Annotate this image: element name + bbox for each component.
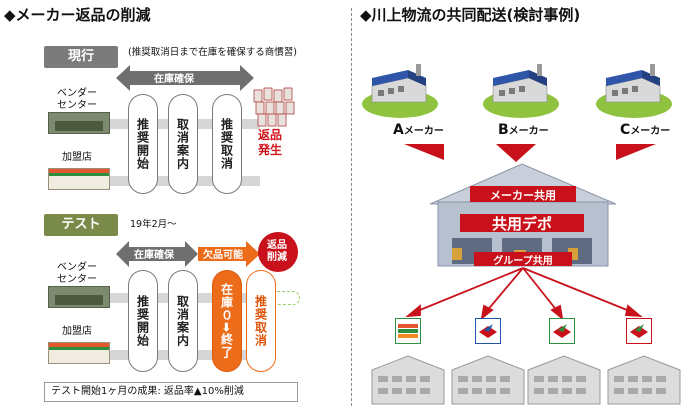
test-badge: テスト [44,214,118,236]
store-building [48,168,110,190]
maker-c-label: Cメーカー [620,122,670,138]
store-label: 加盟店 [62,152,92,163]
maker-c-letter: C [620,122,631,138]
store-warehouse-1 [371,355,445,405]
maker-a-suffix: メーカー [403,126,444,137]
inbound-flow-arrows [404,144,656,162]
group-store-logo-green [549,318,575,344]
test-result-box: テスト開始1ヶ月の成果: 返品率▲10%削減 [44,382,298,402]
maker-c-suffix: メーカー [630,126,671,137]
store-warehouse-4 [607,355,681,405]
maker-a-factory-icon [362,64,438,118]
test-store-building [48,342,110,364]
maker-b-label: Bメーカー [498,122,549,138]
maker-a-letter: A [393,122,404,138]
test-store-label: 加盟店 [62,326,92,337]
seven-eleven-logo [395,318,421,344]
current-box-recommend-start: 推奨開始 [128,94,158,194]
shortage-possible-arrow [198,241,260,267]
store-warehouse-2 [451,355,525,405]
panel-divider [351,8,352,406]
depot-main-label: 共用デポ [491,215,552,233]
returns-reduced-label: 返品 削減 [267,240,287,263]
test-box-stock-zero-end: 在庫０➡終了 [212,270,242,372]
returns-occur-label: 返品 発生 [258,128,283,157]
test-start-date: 19年2月～ [130,219,177,230]
outbound-flow-lines [405,267,643,321]
maker-a-label: Aメーカー [393,122,444,138]
test-stock-double-arrow [116,241,198,267]
test-vendor-center-label: ベンダー センター [57,262,97,285]
maker-b-suffix: メーカー [508,126,549,137]
depot-maker-shared-label: メーカー共用 [490,189,556,202]
current-box-cancel-notice: 取消案内 [168,94,198,194]
current-note: (推奨取消日まで在庫を確保する商慣習) [128,47,297,58]
returned-goods-icon [253,87,295,127]
maker-b-factory-icon [483,64,559,118]
returns-reduced-badge [258,232,298,272]
shared-depot-building [430,163,616,267]
test-box-recommend-start: 推奨開始 [128,270,158,372]
vendor-center-label: ベンダー センター [57,88,97,111]
maker-c-factory-icon [596,64,672,118]
left-title: ◆メーカー返品の削減 [4,6,151,24]
depot-group-shared-label: グループ共用 [493,256,553,267]
test-box-cancel-notice: 取消案内 [168,270,198,372]
current-badge: 現行 [44,46,118,68]
store-warehouse-3 [527,355,601,405]
maker-b-letter: B [498,122,509,138]
test-stock-arrow-label: 在庫確保 [134,250,174,261]
stock-arrow-label: 在庫確保 [154,74,194,85]
test-vendor-center-building [48,286,110,308]
shortage-possible-label: 欠品可能 [203,250,243,261]
ito-yokado-logo-1 [475,318,501,344]
current-box-recommend-cancel: 推奨取消 [212,94,242,194]
stock-double-arrow [116,65,254,91]
vendor-center-building [48,112,110,134]
group-store-logo-red [626,318,652,344]
right-title: ◆川上物流の共同配送(検討事例) [360,6,581,24]
test-box-recommend-cancel: 推奨取消 [246,270,276,372]
